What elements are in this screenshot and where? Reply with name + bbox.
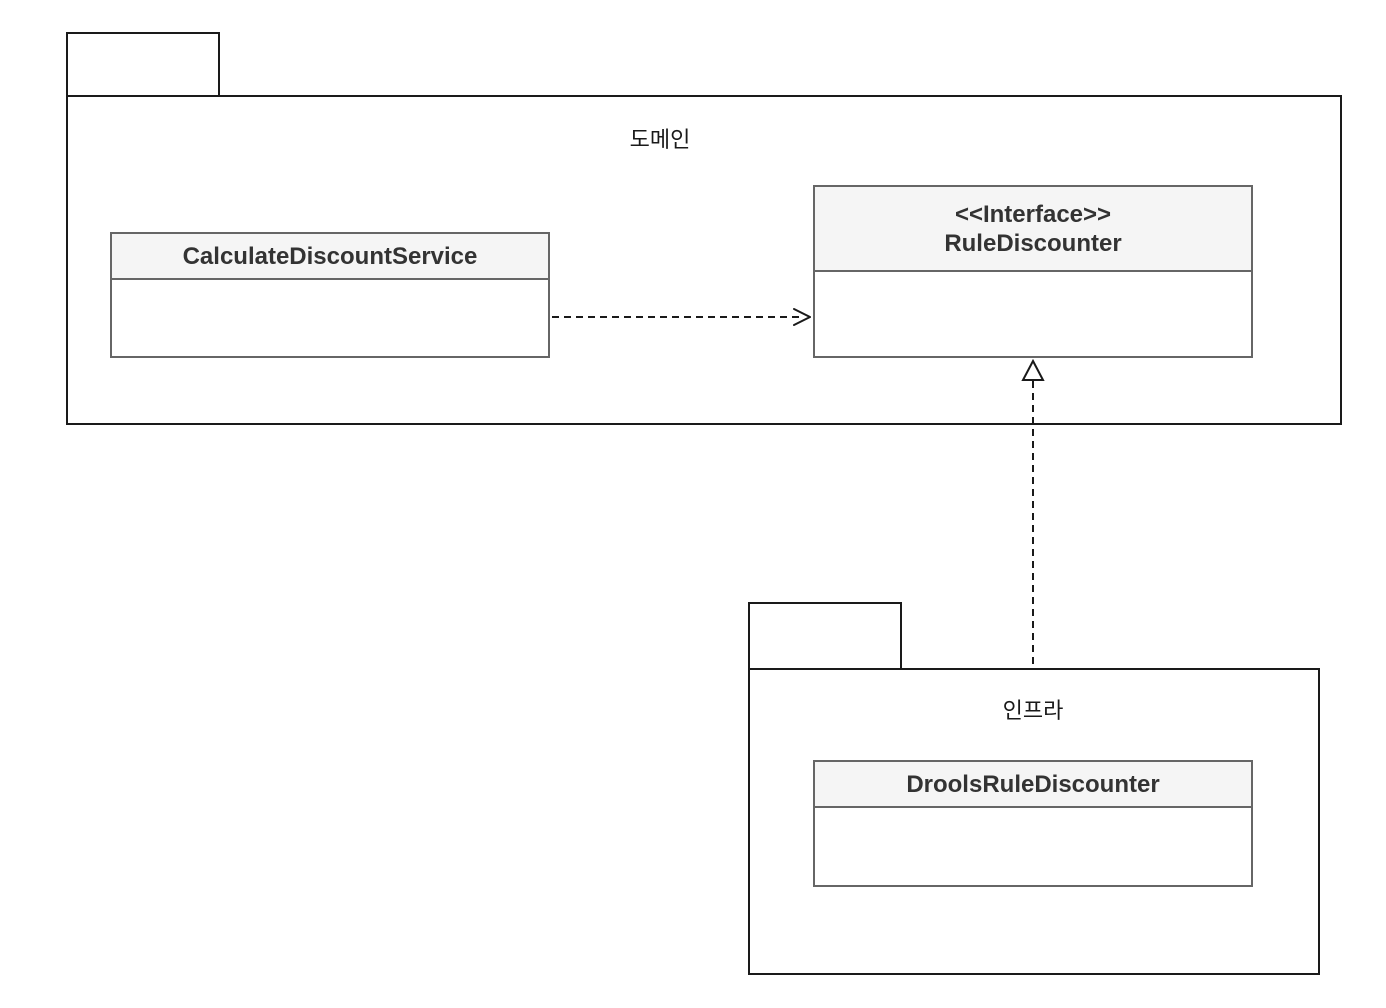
- interface-rule-discounter-body: [815, 272, 1251, 356]
- infra-package-label: 인프라: [1002, 698, 1064, 723]
- class-drools-rule-discounter-header: DroolsRuleDiscounter: [815, 762, 1251, 808]
- class-drools-rule-discounter-body: [815, 808, 1251, 885]
- domain-package-tab: [66, 32, 220, 97]
- class-drools-rule-discounter-name: DroolsRuleDiscounter: [906, 770, 1160, 798]
- class-calculate-discount-service: CalculateDiscountService: [110, 232, 550, 358]
- infra-package-tab: [748, 602, 902, 670]
- domain-package-label: 도메인: [629, 127, 691, 152]
- class-calculate-discount-service-name: CalculateDiscountService: [182, 242, 478, 270]
- class-calculate-discount-service-body: [112, 280, 548, 356]
- interface-rule-discounter: <<Interface>> RuleDiscounter: [813, 185, 1253, 358]
- class-drools-rule-discounter: DroolsRuleDiscounter: [813, 760, 1253, 887]
- class-calculate-discount-service-header: CalculateDiscountService: [112, 234, 548, 280]
- interface-rule-discounter-header: <<Interface>> RuleDiscounter: [815, 187, 1251, 272]
- interface-rule-discounter-stereotype: <<Interface>>: [954, 200, 1112, 228]
- interface-rule-discounter-name: RuleDiscounter: [944, 229, 1122, 257]
